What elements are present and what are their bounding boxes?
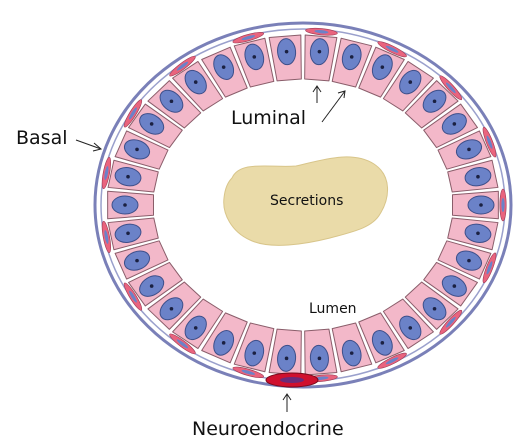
nucleolus [126,231,130,235]
nucleolus [252,351,256,355]
nucleolus [126,175,130,179]
nucleolus [453,284,457,288]
nucleolus [194,326,198,330]
nucleolus [467,259,471,263]
nucleolus [285,50,289,54]
nucleolus [318,50,322,54]
luminal-cell [305,35,337,81]
nucleolus [479,203,483,207]
arrow-luminal-left [313,86,321,103]
nucleolus [476,231,480,235]
arrow-basal [76,140,101,151]
label-luminal: Luminal [231,107,306,129]
label-lumen: Lumen [309,301,357,317]
luminal-cell [305,329,337,375]
nucleolus [252,55,256,59]
nucleolus [170,99,174,103]
nucleolus [135,148,139,152]
label-secretions: Secretions [270,193,343,209]
nucleolus [408,80,412,84]
nucleolus [467,148,471,152]
basal-nucleus [501,198,504,212]
nucleolus [408,326,412,330]
label-neuroendocrine: Neuroendocrine [192,418,344,440]
nucleolus [381,65,385,69]
luminal-cell [269,35,301,81]
nucleolus [285,357,289,361]
nucleolus [433,307,437,311]
nucleolus [453,122,457,126]
arrow-neuroendocrine [283,394,291,412]
nucleolus [170,307,174,311]
nucleolus [350,55,354,59]
luminal-cell [269,329,301,375]
luminal-cell [108,191,154,219]
arrow-luminal-right [322,91,345,122]
label-basal: Basal [16,127,68,149]
luminal-cell [453,191,499,219]
nucleolus [222,65,226,69]
nucleolus [222,341,226,345]
nucleolus [135,259,139,263]
nucleolus [150,122,154,126]
nucleolus [194,80,198,84]
nucleolus [150,284,154,288]
nucleolus [381,341,385,345]
nucleolus [318,357,322,361]
nucleolus [123,203,127,207]
nucleolus [350,351,354,355]
nucleolus [433,99,437,103]
neuroendocrine-nucleus [280,377,304,383]
nucleolus [476,175,480,179]
